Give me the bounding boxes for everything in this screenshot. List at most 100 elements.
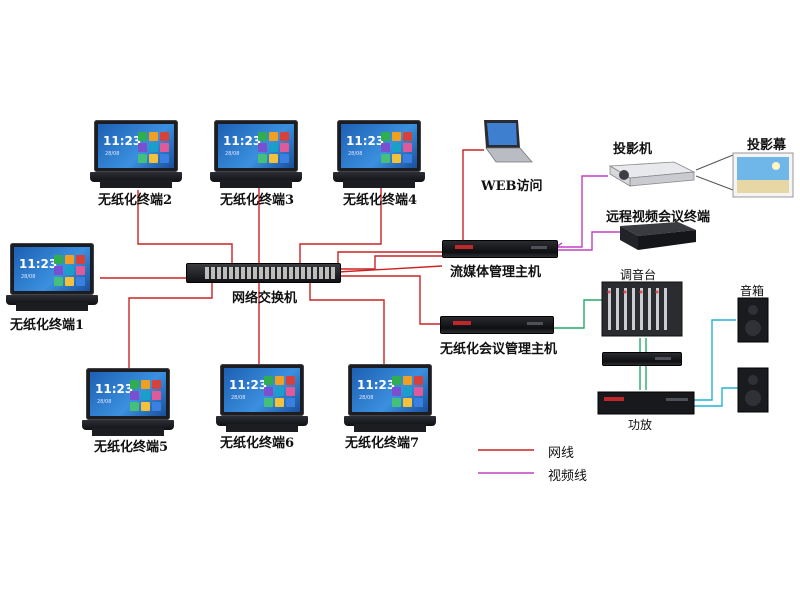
video-cable-vterminal [556, 231, 620, 251]
laptop-lid: 11:23 28/08 [94, 120, 178, 172]
screen-date: 28/08 [105, 151, 120, 157]
terminal-label-5: 无纸化终端5 [94, 440, 169, 455]
cable-streaming-2 [337, 265, 443, 273]
terminal-3: 11:23 28/08 [210, 120, 302, 190]
network-switch [186, 263, 341, 283]
terminal-4: 11:23 28/08 [333, 120, 425, 190]
laptop-base [344, 416, 436, 426]
switch-label: 网络交换机 [232, 291, 298, 306]
streaming-host [442, 240, 558, 258]
terminal-label-2: 无纸化终端2 [98, 193, 173, 208]
app-tiles [381, 132, 415, 164]
screen-clock: 11:23 [223, 134, 262, 148]
laptop-base [90, 172, 182, 182]
streaming-host-label: 流媒体管理主机 [450, 265, 542, 280]
app-tiles [130, 380, 164, 412]
laptop-stand [226, 424, 298, 432]
app-tiles [392, 376, 426, 408]
projector-label: 投影机 [613, 142, 653, 157]
laptop-screen: 11:23 28/08 [218, 124, 294, 168]
laptop-base [6, 295, 98, 305]
audio-processor [602, 352, 682, 366]
laptop-lid: 11:23 28/08 [220, 364, 304, 416]
laptop-screen: 11:23 28/08 [224, 368, 300, 412]
audio-cable-mixer [552, 299, 602, 329]
terminal-1: 11:23 28/08 [6, 243, 98, 313]
laptop-base [333, 172, 425, 182]
laptop-stand [343, 180, 415, 188]
laptop-stand [92, 428, 164, 436]
speaker-1 [737, 297, 769, 343]
conference-host-label: 无纸化会议管理主机 [440, 342, 558, 357]
terminal-2: 11:23 28/08 [90, 120, 182, 190]
projection-screen-label: 投影幕 [747, 138, 787, 153]
screen-date: 28/08 [97, 399, 112, 405]
screen-date: 28/08 [231, 395, 246, 401]
terminal-5: 11:23 28/08 [82, 368, 174, 438]
cable-t5 [128, 281, 213, 378]
cable-t2 [137, 190, 233, 266]
speaker-cable-1 [694, 319, 736, 401]
legend-network-label: 网线 [548, 446, 575, 461]
video-conference-label: 远程视频会议终端 [606, 210, 711, 225]
laptop-screen: 11:23 28/08 [352, 368, 428, 412]
app-tiles [264, 376, 298, 408]
laptop-screen: 11:23 28/08 [14, 247, 90, 291]
laptop-screen: 11:23 28/08 [98, 124, 174, 168]
terminal-label-4: 无纸化终端4 [343, 193, 418, 208]
laptop-stand [16, 303, 88, 311]
screen-date: 28/08 [21, 274, 36, 280]
amplifier [597, 391, 695, 415]
video-cable-projector [556, 175, 608, 248]
cable-conference [338, 275, 440, 325]
screen-clock: 11:23 [95, 382, 134, 396]
screen-date: 28/08 [359, 395, 374, 401]
web-access-laptop [484, 120, 533, 163]
terminal-7: 11:23 28/08 [344, 364, 436, 434]
speakers-label: 音箱 [740, 284, 765, 298]
conference-host [440, 316, 554, 334]
terminal-label-3: 无纸化终端3 [220, 193, 295, 208]
projector-to-screen-2 [695, 175, 734, 191]
laptop-lid: 11:23 28/08 [214, 120, 298, 172]
amplifier-label: 功放 [628, 418, 653, 432]
terminal-label-6: 无纸化终端6 [220, 436, 295, 451]
laptop-screen: 11:23 28/08 [341, 124, 417, 168]
laptop-base [82, 420, 174, 430]
laptop-screen: 11:23 28/08 [90, 372, 166, 416]
cable-t4 [299, 187, 382, 266]
screen-clock: 11:23 [19, 257, 58, 271]
laptop-lid: 11:23 28/08 [337, 120, 421, 172]
app-tiles [54, 255, 88, 287]
laptop-base [210, 172, 302, 182]
laptop-lid: 11:23 28/08 [10, 243, 94, 295]
screen-clock: 11:23 [346, 134, 385, 148]
screen-clock: 11:23 [229, 378, 268, 392]
screen-date: 28/08 [348, 151, 363, 157]
terminal-label-7: 无纸化终端7 [345, 436, 420, 451]
cable-streaming [338, 255, 442, 270]
projection-screen [732, 152, 794, 198]
screen-date: 28/08 [225, 151, 240, 157]
terminal-label-1: 无纸化终端1 [10, 318, 85, 333]
speaker-2 [737, 367, 769, 413]
projector [608, 161, 696, 187]
projector-to-screen-1 [695, 154, 734, 171]
mixer [601, 281, 683, 337]
cable-t7 [309, 281, 385, 368]
video-conference-terminal [620, 222, 696, 250]
laptop-stand [354, 424, 426, 432]
app-tiles [138, 132, 172, 164]
laptop-lid: 11:23 28/08 [348, 364, 432, 416]
speaker-cable-2 [694, 387, 738, 407]
laptop-stand [100, 180, 172, 188]
screen-clock: 11:23 [103, 134, 142, 148]
mixer-label: 调音台 [620, 268, 657, 282]
app-tiles [258, 132, 292, 164]
laptop-stand [220, 180, 292, 188]
screen-clock: 11:23 [357, 378, 396, 392]
web-access-label: WEB访问 [481, 179, 543, 194]
laptop-lid: 11:23 28/08 [86, 368, 170, 420]
